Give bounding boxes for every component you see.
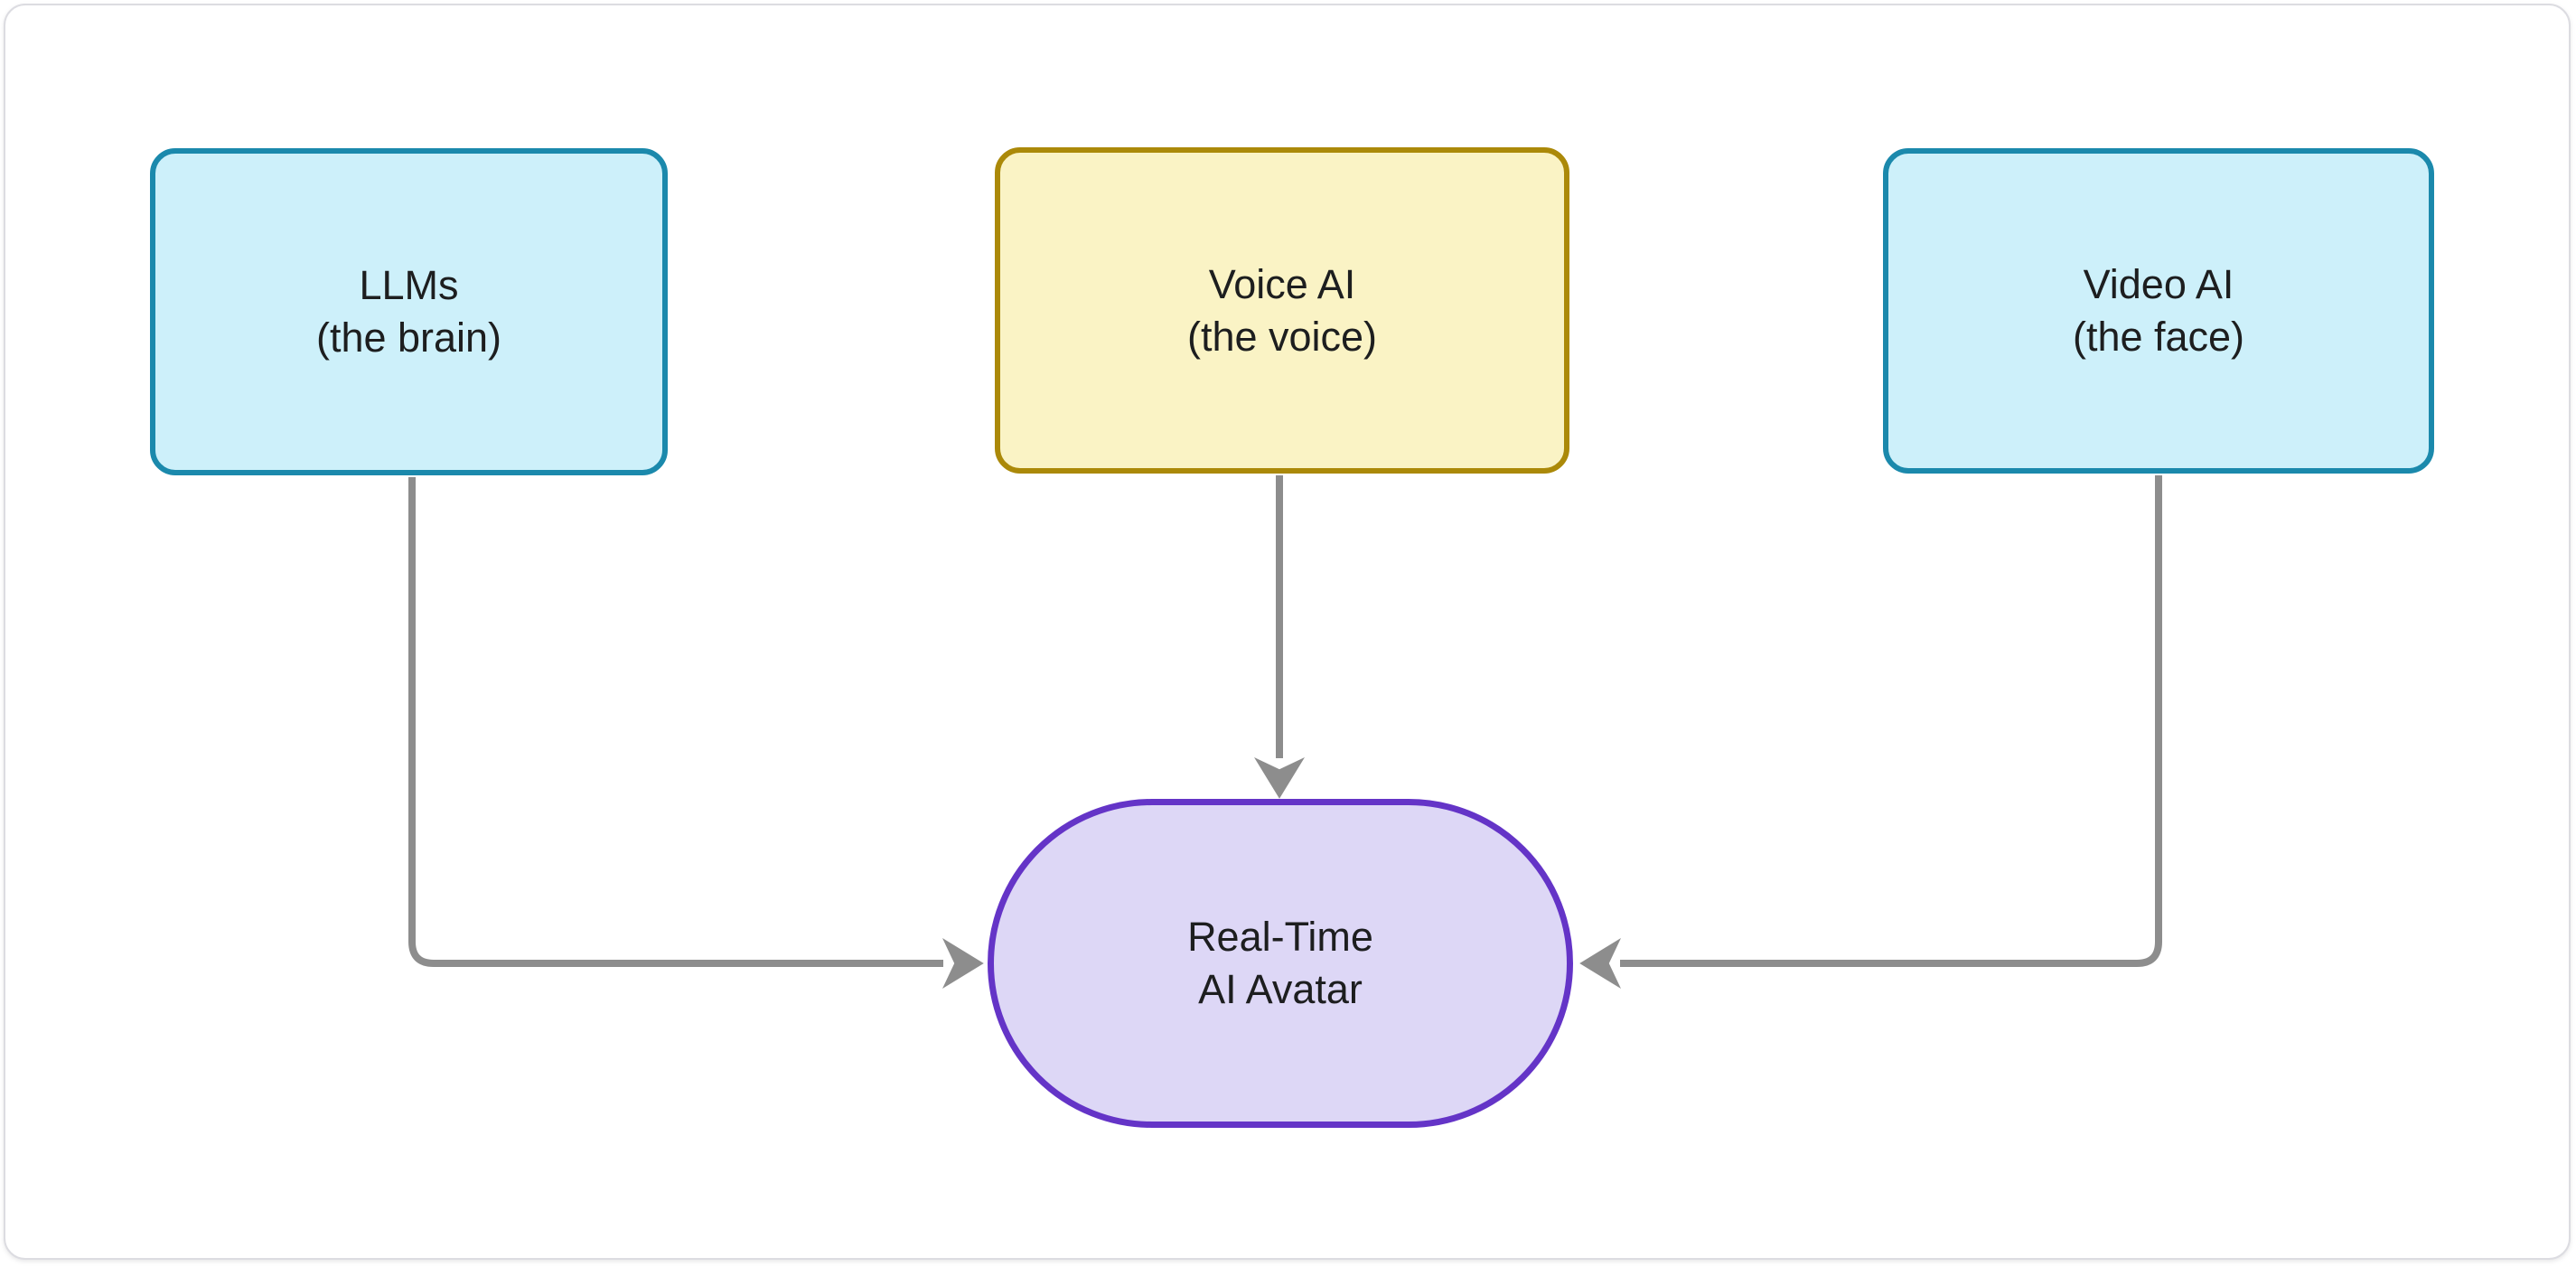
node-voice-ai: Voice AI (the voice)	[995, 147, 1569, 474]
diagram-card: LLMs (the brain) Voice AI (the voice) Vi…	[4, 4, 2571, 1260]
node-real-time-ai-avatar: Real-Time AI Avatar	[988, 799, 1573, 1128]
edge-video-to-avatar	[1579, 475, 2162, 989]
edge-llms-to-avatar	[408, 477, 984, 989]
node-llms: LLMs (the brain)	[150, 148, 668, 475]
node-video-ai: Video AI (the face)	[1883, 148, 2434, 474]
